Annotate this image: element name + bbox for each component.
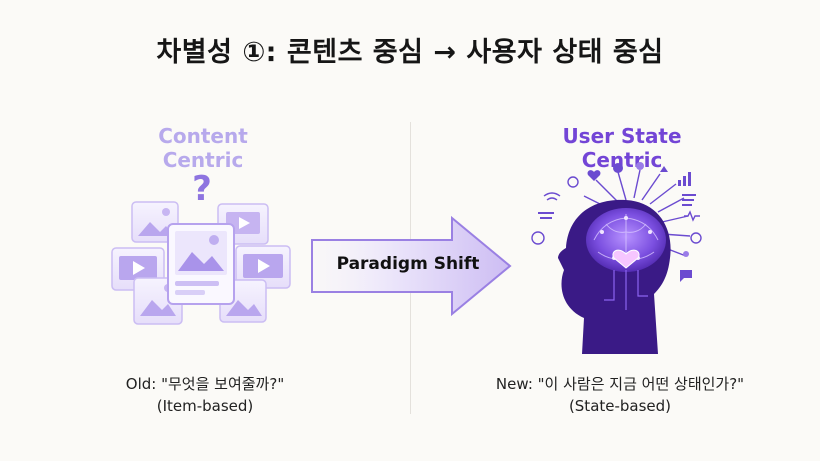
wifi-icon bbox=[543, 192, 561, 201]
old-caption-question: Old: "무엇을 보여줄까?" bbox=[125, 375, 285, 393]
old-caption-basis: (Item-based) bbox=[156, 397, 254, 415]
question-mark-icon: ? bbox=[192, 169, 212, 209]
face-icon bbox=[636, 162, 644, 170]
paradigm-shift-arrow bbox=[311, 215, 512, 317]
image-card-icon bbox=[167, 223, 235, 305]
content-centric-heading: Content Centric bbox=[158, 124, 248, 172]
new-caption: New: "이 사람은 지금 어떤 상태인가?" (State-based) bbox=[460, 373, 780, 417]
video-card-icon bbox=[235, 245, 291, 289]
pulse-icon bbox=[684, 210, 700, 222]
new-caption-basis: (State-based) bbox=[568, 397, 672, 415]
sad-face-icon bbox=[531, 231, 545, 245]
text-lines-icon bbox=[538, 212, 554, 219]
node-icon bbox=[683, 251, 689, 257]
arrow-label: Paradigm Shift bbox=[336, 254, 480, 274]
new-caption-question: New: "이 사람은 지금 어떤 상태인가?" bbox=[495, 375, 745, 393]
smile-icon bbox=[567, 176, 579, 188]
sync-icon bbox=[690, 232, 702, 244]
slide-title: 차별성 ①: 콘텐츠 중심 → 사용자 상태 중심 bbox=[156, 37, 664, 68]
user-state-head-illustration bbox=[531, 162, 702, 354]
list-icon bbox=[682, 194, 696, 206]
chat-bubble-icon bbox=[680, 270, 692, 282]
heart-icon bbox=[587, 170, 601, 181]
face-icon bbox=[613, 163, 623, 173]
bar-chart-icon bbox=[678, 172, 691, 186]
image-card-icon bbox=[131, 201, 179, 243]
up-arrow-icon bbox=[660, 166, 668, 172]
content-cards-illustration: ? bbox=[111, 169, 291, 325]
heart-icon bbox=[612, 249, 640, 269]
old-caption: Old: "무엇을 보여줄까?" (Item-based) bbox=[80, 373, 330, 417]
neural-lines bbox=[604, 270, 648, 310]
